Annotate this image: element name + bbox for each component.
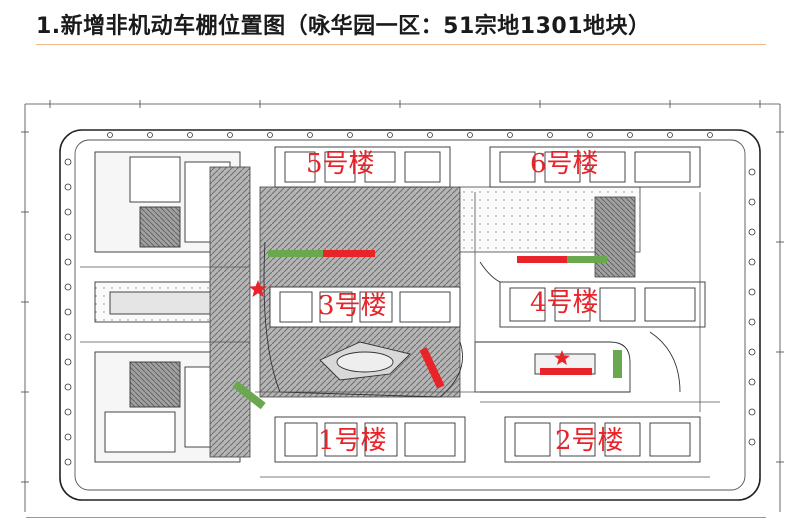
location-markers [249, 280, 570, 365]
building-1-label: 1号楼 [318, 426, 387, 456]
title-divider [36, 44, 766, 45]
building-6-label: 6号楼 [530, 149, 599, 179]
page-title: 1.新增非机动车棚位置图（咏华园一区：51宗地1301地块） [36, 14, 651, 39]
shed-diagonal-red [419, 347, 445, 389]
building-6-footprint [489, 146, 701, 188]
footer-divider [26, 517, 766, 518]
building-2-label: 2号楼 [555, 426, 624, 456]
shed-east-green [567, 256, 607, 263]
west-parking-strip [209, 166, 251, 458]
site-plan-drawing [21, 100, 784, 512]
building-2-footprint [504, 416, 701, 463]
shed-north-green [268, 250, 323, 257]
building-3-label: 3号楼 [318, 291, 387, 321]
building-1-footprint [274, 416, 466, 463]
building-4-footprint [499, 281, 706, 328]
shed-plaza-green [613, 350, 622, 378]
building-5-footprint [274, 146, 451, 188]
shed-north-red [323, 250, 375, 257]
shed-east-red [517, 256, 567, 263]
shed-plaza-red [540, 368, 592, 375]
site-plan [20, 92, 792, 524]
dimension-frame [24, 103, 781, 512]
star-icon [249, 280, 267, 297]
perimeter-trees [64, 132, 756, 466]
dimension-ticks [21, 100, 784, 483]
site-inner-road [74, 139, 746, 491]
building-4-label: 4号楼 [530, 288, 599, 318]
building-3-footprint [269, 286, 461, 328]
internal-roads [80, 192, 720, 478]
site-boundary [59, 129, 761, 501]
building-5-label: 5号楼 [306, 149, 375, 179]
star-icon [554, 350, 570, 365]
new-bike-sheds [232, 250, 622, 410]
shed-diagonal-green [232, 380, 266, 410]
